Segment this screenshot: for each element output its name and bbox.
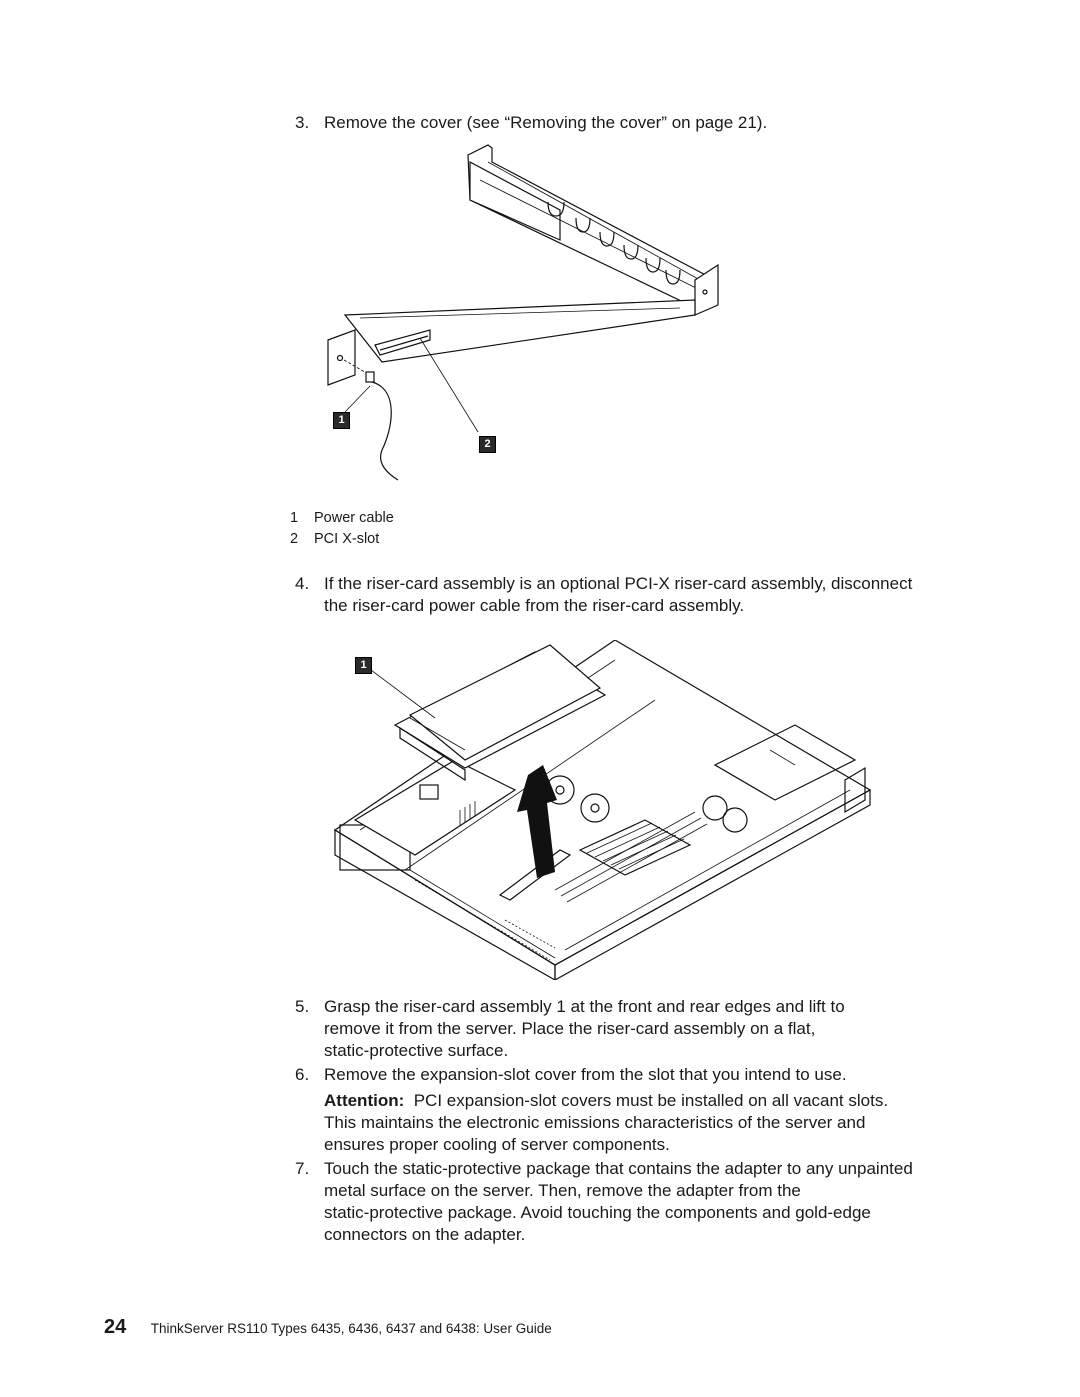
step-line: connectors on the adapter.	[324, 1225, 526, 1244]
step-line: metal surface on the server. Then, remov…	[324, 1181, 801, 1200]
step-number: 4.	[295, 574, 310, 593]
page-footer: 24 ThinkServer RS110 Types 6435, 6436, 6…	[104, 1316, 552, 1339]
step-line: the riser-card power cable from the rise…	[324, 596, 745, 615]
step-text: If the riser-card assembly is an optiona…	[324, 573, 964, 617]
step-number: 7.	[295, 1159, 310, 1178]
attention-line: PCI expansion-slot covers must be instal…	[413, 1091, 889, 1110]
server-chassis-figure	[333, 640, 872, 980]
attention-label: Attention:	[324, 1091, 405, 1110]
callout-1: 1	[333, 412, 350, 429]
step-line: static-protective surface.	[324, 1041, 509, 1060]
step-line: static-protective package. Avoid touchin…	[324, 1203, 871, 1222]
legend-item-pci-x-slot: 2 PCI X-slot	[290, 529, 379, 549]
step-text: Grasp the riser-card assembly 1 at the f…	[324, 996, 964, 1062]
step-line: Grasp the riser-card assembly 1 at the f…	[324, 997, 845, 1016]
attention-line: ensures proper cooling of server compone…	[324, 1135, 670, 1154]
attention-text: Attention: PCI expansion-slot covers mus…	[324, 1090, 964, 1156]
legend-label: PCI X-slot	[314, 531, 380, 547]
step-line: remove it from the server. Place the ris…	[324, 1019, 816, 1038]
step-number: 3.	[295, 113, 310, 132]
legend-number: 2	[290, 531, 299, 547]
attention-line: This maintains the electronic emissions …	[324, 1113, 866, 1132]
riser-card-figure	[327, 144, 719, 481]
legend-item-power-cable: 1 Power cable	[290, 508, 394, 528]
page-number: 24	[104, 1316, 127, 1338]
callout-2: 2	[479, 436, 496, 453]
step-text: Remove the cover (see “Removing the cove…	[324, 113, 768, 132]
step-line: Touch the static-protective package that…	[324, 1159, 913, 1178]
step-text: Touch the static-protective package that…	[324, 1158, 964, 1246]
legend-label: Power cable	[314, 510, 394, 526]
step-text: Remove the expansion-slot cover from the…	[324, 1065, 847, 1084]
footer-title: ThinkServer RS110 Types 6435, 6436, 6437…	[150, 1321, 552, 1336]
step-line: If the riser-card assembly is an optiona…	[324, 574, 913, 593]
legend-number: 1	[290, 510, 299, 526]
step-number: 6.	[295, 1065, 310, 1084]
callout-1: 1	[355, 657, 372, 674]
step-number: 5.	[295, 997, 310, 1016]
